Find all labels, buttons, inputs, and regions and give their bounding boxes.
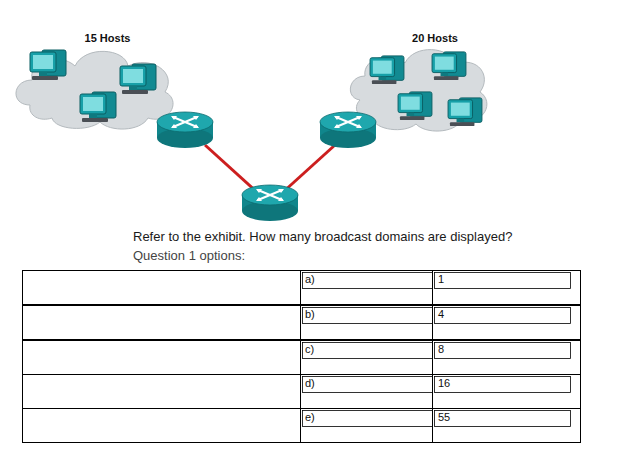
table-cell [435,377,571,393]
table-cell [301,341,433,375]
host-cloud: 15 Hosts [30,32,185,44]
table-cell [301,271,433,305]
table-cell [433,341,581,375]
host-count: 20 Hosts [370,32,500,44]
host-cloud: 20 Hosts [370,32,500,44]
table-cell [23,375,301,409]
table-cell [303,377,433,393]
table-cell [435,273,571,289]
table-cell [433,271,581,305]
table-cell [301,306,433,340]
table-cell [435,308,571,324]
option-letter: a) [305,273,315,285]
table-cell [435,411,571,427]
option-letter: c) [305,343,314,355]
option-value: 55 [438,411,450,423]
table-cell [303,308,433,324]
table-cell [301,409,433,443]
option-letter: e) [305,411,315,423]
option-value: 1 [438,273,444,285]
table-cell [433,306,581,340]
table-cell [301,375,433,409]
table-cell [303,273,433,289]
table-cell [23,306,301,340]
option-value: 4 [438,308,444,320]
option-value: 8 [438,343,444,355]
table-cell [435,343,571,359]
table-cell [433,409,581,443]
host-count: 15 Hosts [30,32,185,44]
question-subtitle: Question 1 options: [133,248,245,263]
option-letter: d) [305,377,315,389]
question-text: Refer to the exhibit. How many broadcast… [133,229,512,244]
table-cell [303,343,433,359]
table-cell [23,341,301,375]
table-cell [23,409,301,443]
table-cell [433,375,581,409]
table-cell [23,271,301,305]
table-cell [303,411,433,427]
option-letter: b) [305,308,315,320]
option-value: 16 [438,377,450,389]
